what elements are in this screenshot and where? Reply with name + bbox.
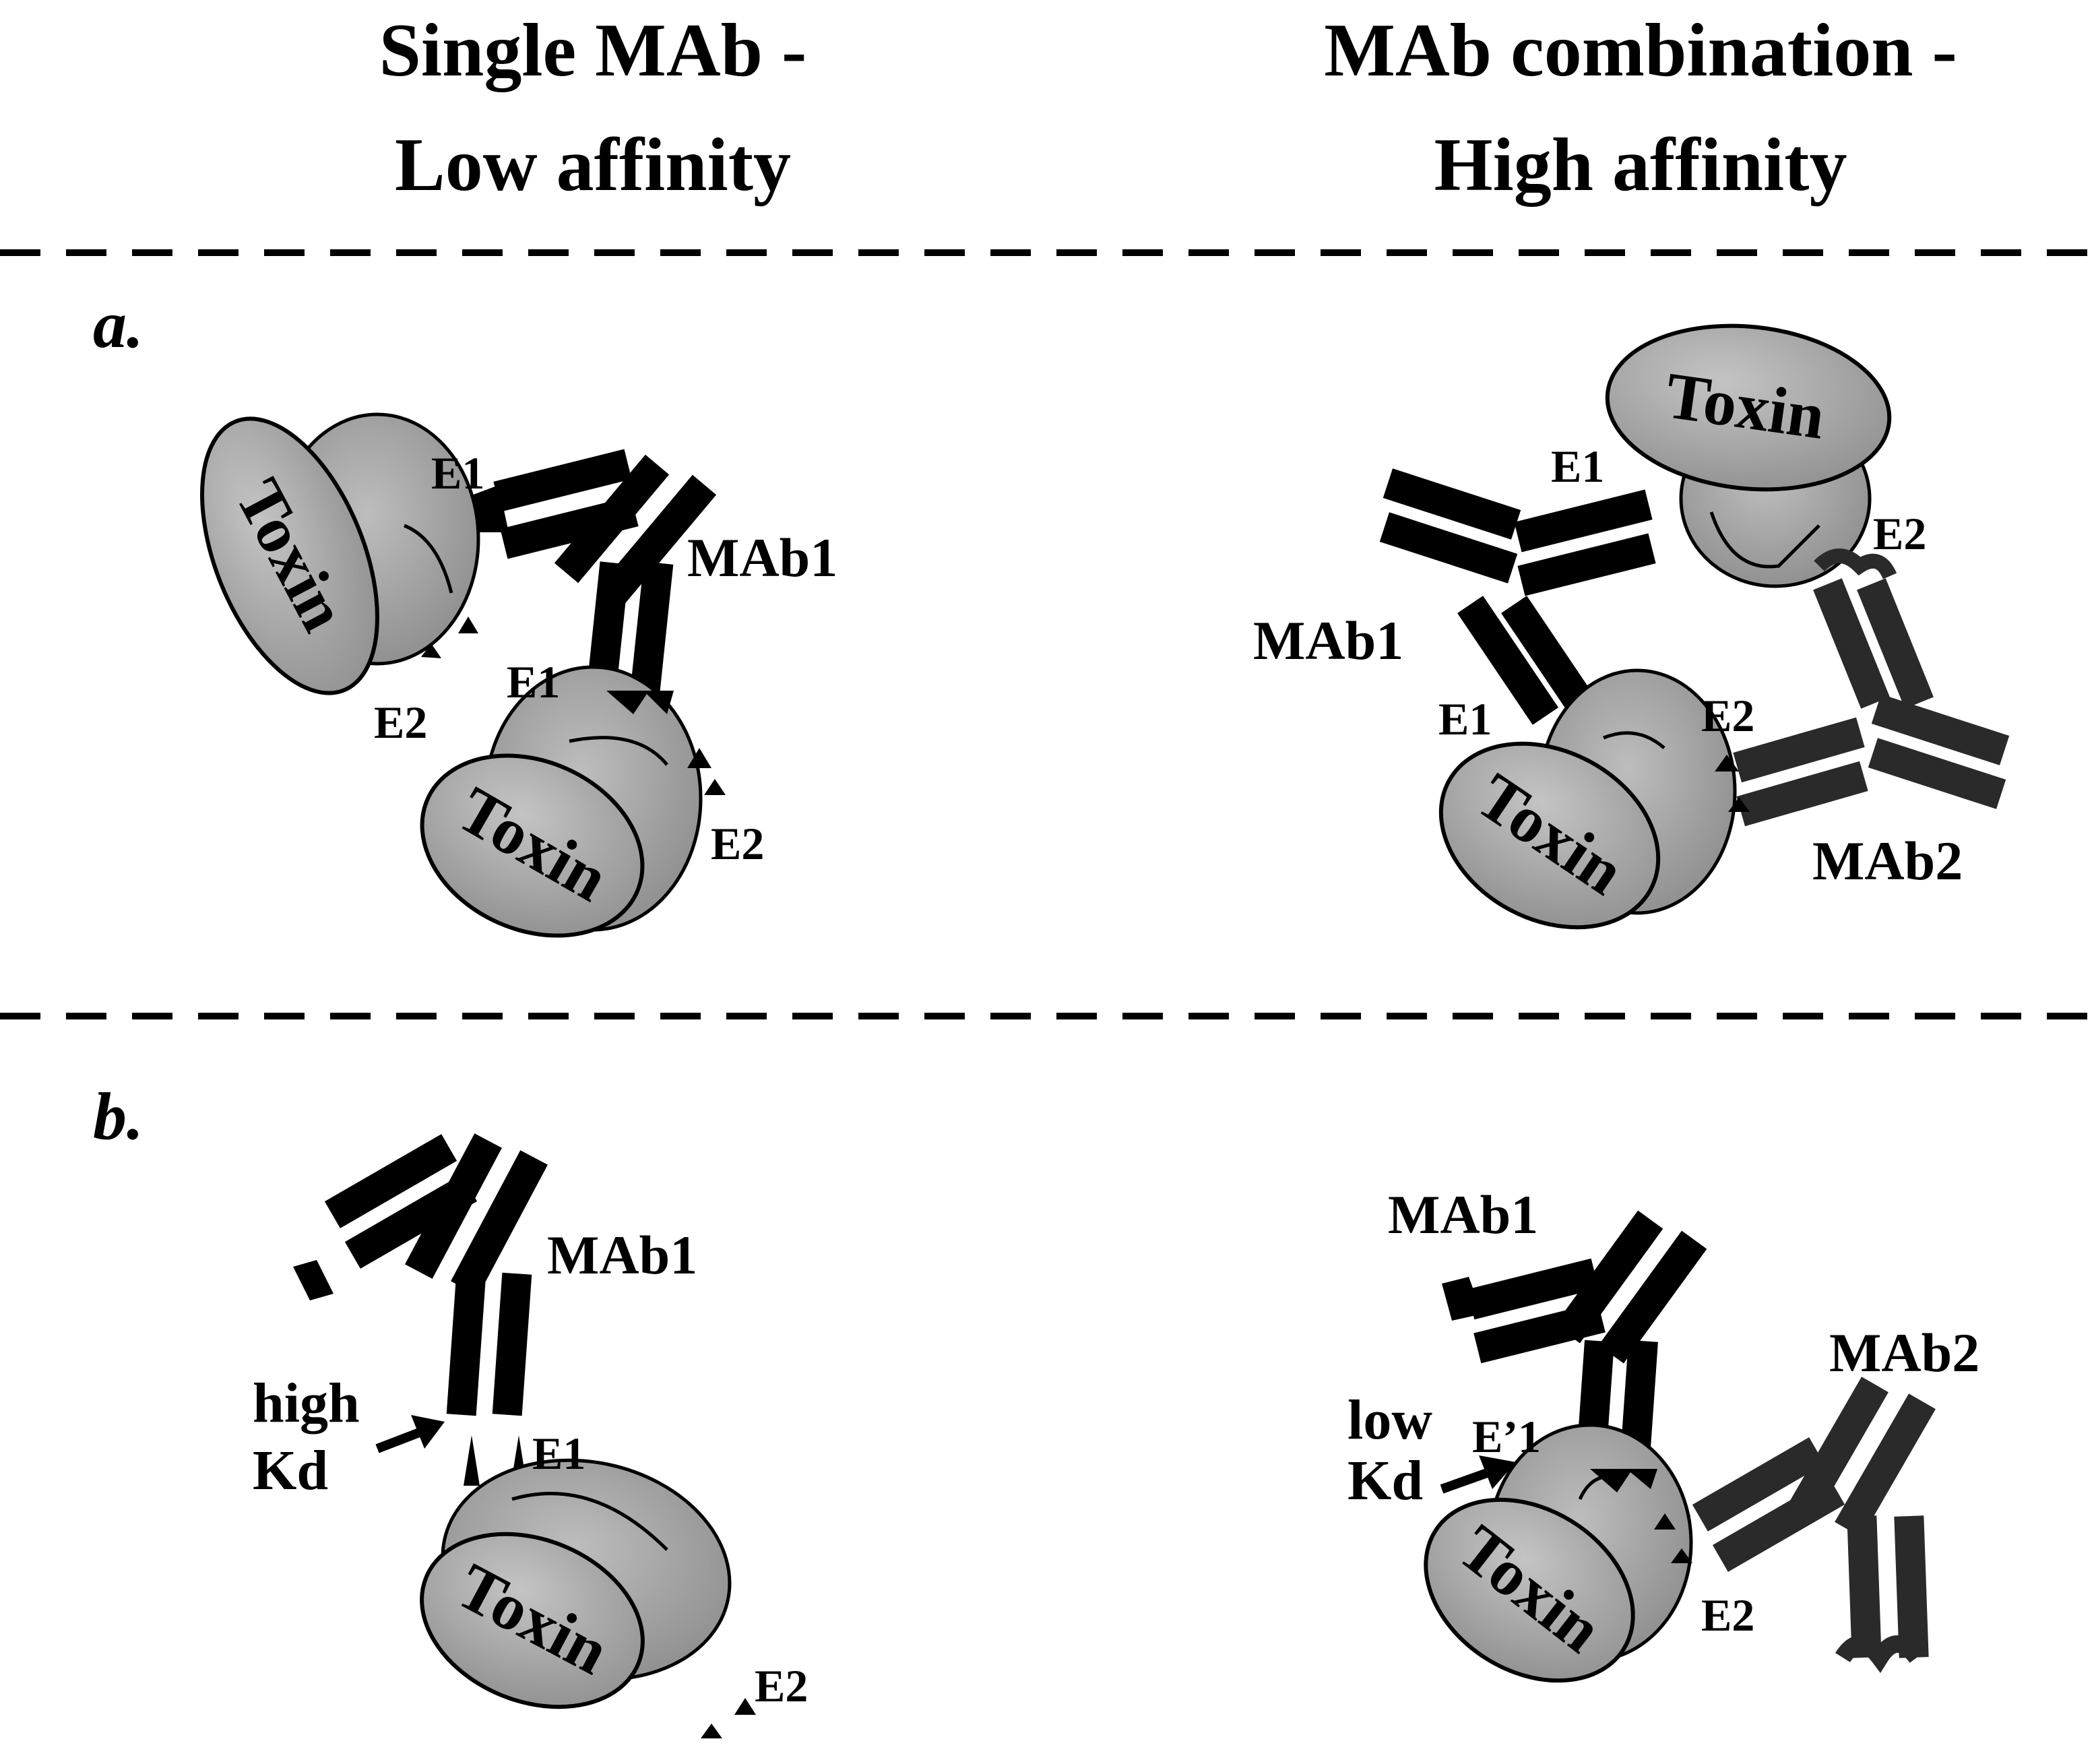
toxin-a-right-upper: Toxin xyxy=(1605,323,1892,588)
mab2-tip-lower xyxy=(1835,1635,1924,1673)
label-kd: Kd xyxy=(1347,1449,1423,1512)
label-e1: E1 xyxy=(532,1428,585,1479)
toxin-a-left-lower: Toxin xyxy=(420,665,726,938)
antibody-mab1-b-left xyxy=(324,1133,548,1416)
label-kd: Kd xyxy=(253,1439,328,1502)
label-e2: E2 xyxy=(755,1660,808,1711)
arrow-head xyxy=(1479,1455,1516,1489)
label-mab2: MAb2 xyxy=(1812,830,1963,891)
arrow-head xyxy=(411,1415,445,1449)
epitope-spike xyxy=(464,1435,480,1486)
label-e-prime-1: E’1 xyxy=(1472,1411,1541,1462)
label-e2: E2 xyxy=(374,697,427,748)
mab1-binding-tip xyxy=(1590,1469,1657,1492)
label-mab1: MAb1 xyxy=(1253,610,1403,671)
label-high: high xyxy=(253,1372,360,1435)
label-e2: E2 xyxy=(1701,690,1754,741)
antibody-mab1-right xyxy=(1379,468,1656,725)
antibody-mab2-right xyxy=(1733,578,2010,827)
toxin-b-right: Toxin xyxy=(1424,1423,1693,1683)
mab1-fab-tip xyxy=(293,1260,334,1300)
label-e2: E2 xyxy=(1701,1589,1754,1641)
antibody-mab1 xyxy=(493,449,717,699)
header-left-line1: Single MAb - xyxy=(379,9,807,92)
label-mab1: MAb1 xyxy=(687,527,837,588)
label-e2: E2 xyxy=(711,818,764,869)
mab1-fab-tip xyxy=(472,485,509,532)
label-mab1: MAb1 xyxy=(547,1224,697,1286)
antibody-mab2-b-right xyxy=(1692,1377,1936,1658)
toxin-a-left-upper: Toxin xyxy=(200,412,480,695)
mab1-binding-tip xyxy=(606,691,674,714)
arrow-high-kd xyxy=(375,1427,423,1453)
header-left-line2: Low affinity xyxy=(395,123,791,207)
label-e1: E1 xyxy=(507,656,560,707)
antibody-mab1-b-right xyxy=(1467,1210,1707,1477)
toxin-b-left: Toxin xyxy=(420,1458,756,1738)
header-right-line1: MAb combination - xyxy=(1324,9,1957,92)
label-e2: E2 xyxy=(1873,508,1926,559)
label-e1: E1 xyxy=(431,447,484,499)
label-e1: E1 xyxy=(1438,693,1492,745)
mab1-fab-tip xyxy=(1442,1277,1482,1321)
toxin-a-right-lower: Toxin xyxy=(1438,668,1750,930)
panel-label-a: a. xyxy=(93,287,144,362)
label-low: low xyxy=(1347,1389,1432,1451)
label-mab2: MAb2 xyxy=(1829,1322,1979,1383)
panel-label-b: b. xyxy=(93,1079,144,1154)
arrow-low-kd xyxy=(1440,1468,1491,1494)
mab2-tip-upper xyxy=(1814,548,1897,579)
label-mab1: MAb1 xyxy=(1388,1184,1538,1245)
label-e1: E1 xyxy=(1551,441,1604,492)
header-right-line2: High affinity xyxy=(1434,123,1847,207)
